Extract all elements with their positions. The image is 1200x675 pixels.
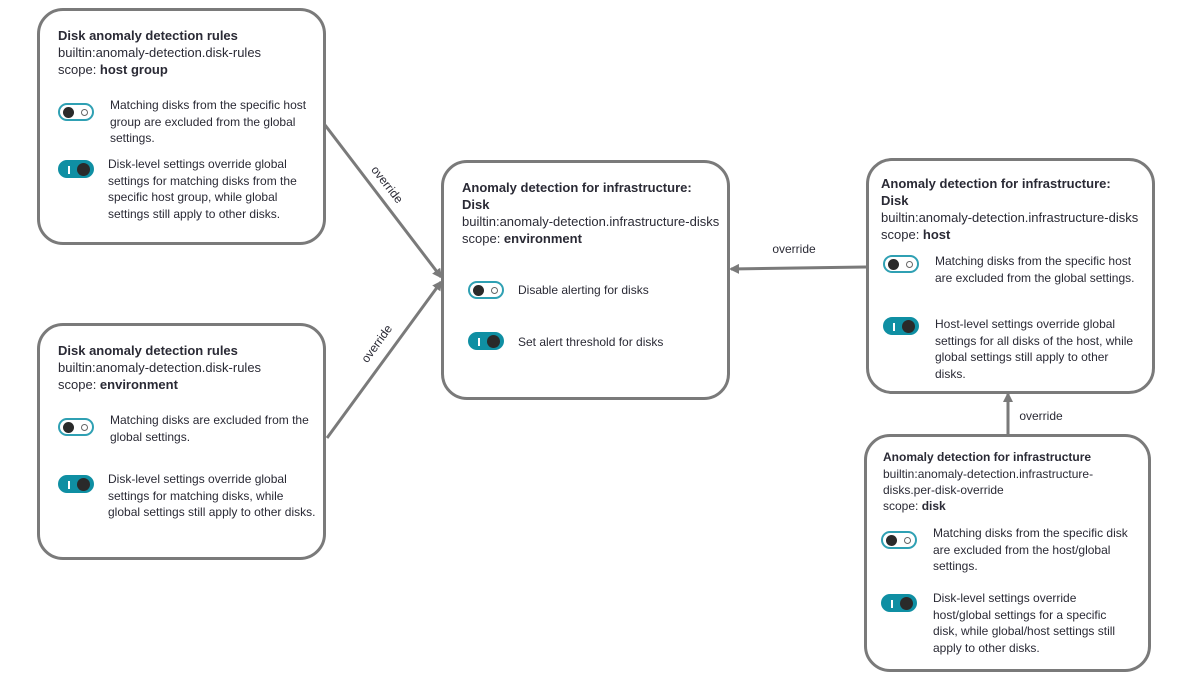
hostgroup-rules-box: Disk anomaly detection rules builtin:ano… xyxy=(37,8,326,245)
box-scope: scope: host xyxy=(881,227,951,242)
box-title: Anomaly detection for infrastructure: Di… xyxy=(881,176,1111,208)
environment-disk-box: Anomaly detection for infrastructure: Di… xyxy=(441,160,730,400)
override-toggle[interactable] xyxy=(883,317,919,335)
override-toggle[interactable] xyxy=(58,475,94,493)
disable-alerting-desc: Disable alerting for disks xyxy=(518,283,649,297)
edge-label-host: override xyxy=(772,242,816,256)
exclude-toggle[interactable] xyxy=(58,418,94,436)
override-toggle-desc: Disk-level settings override global sett… xyxy=(108,157,297,221)
override-toggle-desc: Disk-level settings override host/global… xyxy=(933,591,1116,655)
box-schema: builtin:anomaly-detection.infrastructure… xyxy=(462,214,720,229)
box-title: Anomaly detection for infrastructure: Di… xyxy=(462,180,692,212)
edge-host-to-center xyxy=(729,263,867,274)
box-schema: builtin:anomaly-detection.disk-rules xyxy=(58,45,262,60)
box-title: Disk anomaly detection rules xyxy=(58,28,238,43)
scope-value: environment xyxy=(99,377,178,392)
override-toggle-desc: Disk-level settings override global sett… xyxy=(108,472,316,519)
scope-value: environment xyxy=(503,231,582,246)
box-scope: scope: disk xyxy=(883,499,946,513)
per-disk-box: Anomaly detection for infrastructure bui… xyxy=(864,434,1151,672)
edge-hostgroup-to-center xyxy=(323,124,443,279)
edge-environment-to-center xyxy=(325,280,443,439)
alert-threshold-desc: Set alert threshold for disks xyxy=(518,335,664,349)
box-scope: scope: host group xyxy=(58,62,168,77)
scope-value: host xyxy=(922,227,951,242)
exclude-toggle-desc: Matching disks from the specific disk ar… xyxy=(933,526,1128,573)
box-title: Disk anomaly detection rules xyxy=(58,343,238,358)
exclude-toggle-desc: Matching disks from the specific host gr… xyxy=(110,98,307,145)
box-scope: scope: environment xyxy=(58,377,178,392)
edge-label-disk: override xyxy=(1019,409,1063,423)
environment-rules-box: Disk anomaly detection rules builtin:ano… xyxy=(37,323,326,560)
exclude-toggle[interactable] xyxy=(58,103,94,121)
box-scope: scope: environment xyxy=(462,231,582,246)
edge-label-environment: override xyxy=(358,322,395,366)
disable-alerting-toggle[interactable] xyxy=(468,281,504,299)
host-disk-box: Anomaly detection for infrastructure: Di… xyxy=(866,158,1155,394)
scope-value: disk xyxy=(921,499,946,513)
scope-value: host group xyxy=(99,62,168,77)
alert-threshold-toggle[interactable] xyxy=(468,332,504,350)
edge-label-hostgroup: override xyxy=(368,163,406,206)
exclude-toggle-desc: Matching disks are excluded from the glo… xyxy=(110,413,309,444)
exclude-toggle-desc: Matching disks from the specific host ar… xyxy=(935,254,1135,285)
exclude-toggle[interactable] xyxy=(883,255,919,273)
override-toggle[interactable] xyxy=(881,594,917,612)
box-schema: builtin:anomaly-detection.disk-rules xyxy=(58,360,262,375)
box-schema: builtin:anomaly-detection.infrastructure… xyxy=(883,467,1094,497)
override-toggle-desc: Host-level settings override global sett… xyxy=(935,317,1134,381)
box-schema: builtin:anomaly-detection.infrastructure… xyxy=(881,210,1139,225)
exclude-toggle[interactable] xyxy=(881,531,917,549)
override-toggle[interactable] xyxy=(58,160,94,178)
box-title: Anomaly detection for infrastructure xyxy=(883,450,1092,464)
